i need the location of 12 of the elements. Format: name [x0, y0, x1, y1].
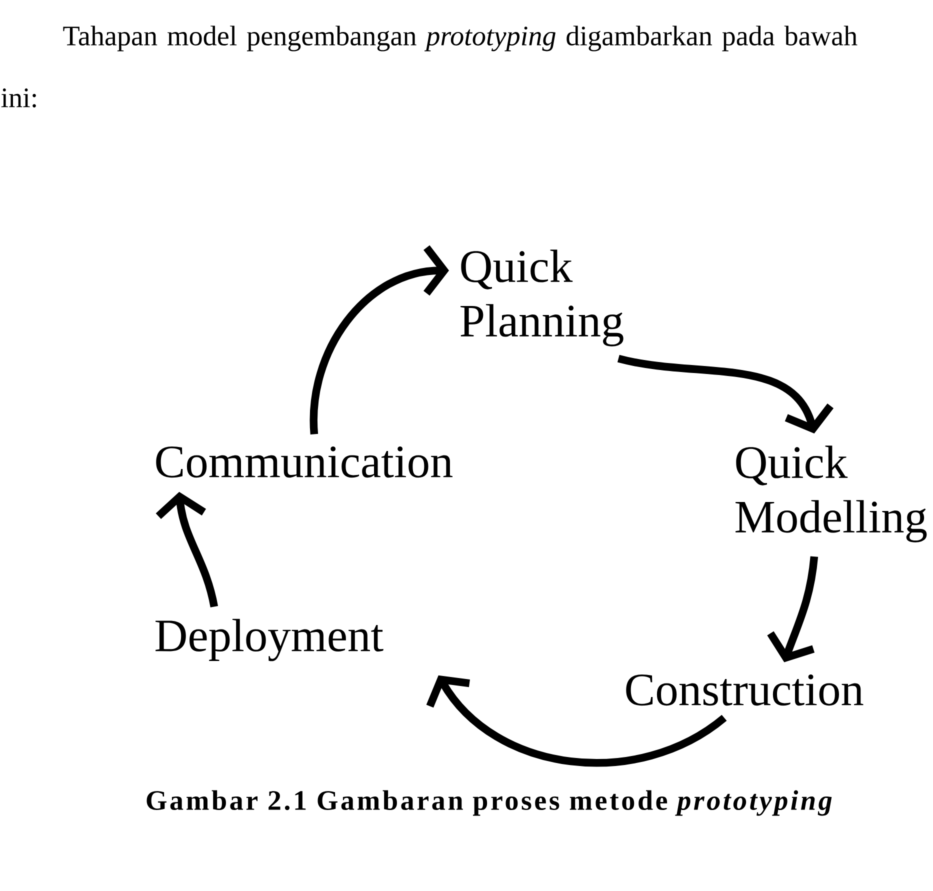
cycle-arrow	[767, 556, 818, 662]
cycle-arrow	[310, 245, 449, 434]
cycle-arrow	[426, 675, 726, 767]
body-text: Tahapan model pengembangan prototyping digambarkan pada bawah ini:	[1, 26, 858, 108]
stage-label: Construction	[626, 674, 864, 706]
stage-label: Communication	[156, 446, 453, 478]
stage-label: Deployment	[156, 618, 384, 662]
stage-label: Quick Modelling	[736, 446, 927, 542]
stage-label: Quick Planning	[460, 250, 624, 346]
cycle-arrow	[156, 492, 218, 608]
cycle-arrow	[618, 354, 834, 434]
figure-caption: Gambar 2.1 Gambaran proses metode prototyping	[146, 790, 832, 816]
